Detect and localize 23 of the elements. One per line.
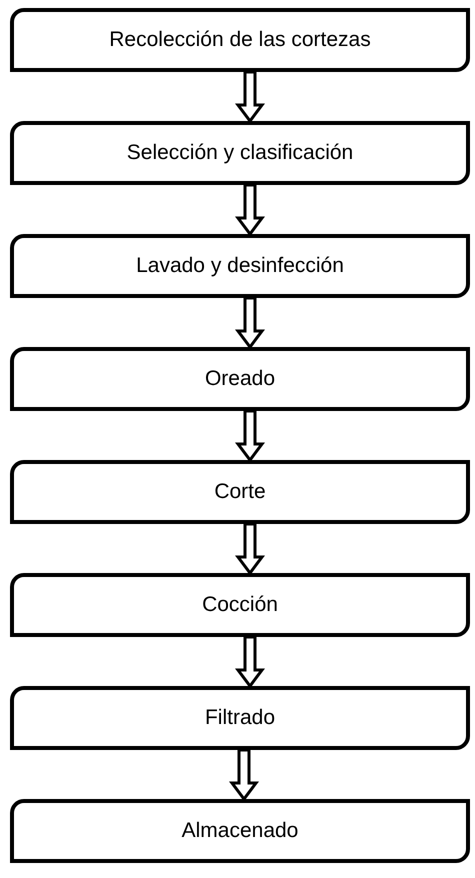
step-label: Lavado y desinfección	[136, 254, 344, 278]
process-box	[10, 8, 470, 72]
process-box	[10, 799, 470, 863]
step-label: Filtrado	[204, 706, 276, 730]
process-box	[10, 686, 470, 750]
step-label: Selección y clasificación	[126, 141, 354, 165]
process-box	[10, 347, 470, 411]
arrow	[235, 410, 265, 462]
process-box	[10, 234, 470, 298]
step-label: Cocción	[202, 593, 278, 617]
arrow	[229, 748, 259, 802]
arrow	[235, 184, 265, 236]
arrow	[235, 636, 265, 688]
step-label: Corte	[214, 480, 266, 504]
process-box	[10, 573, 470, 637]
step-label: Oreado	[204, 367, 276, 391]
arrow	[235, 296, 265, 350]
arrow	[235, 522, 265, 576]
step-label: Almacenado	[182, 819, 298, 843]
process-box	[10, 121, 470, 185]
process-box	[10, 460, 470, 524]
step-label: Recolección de las cortezas	[109, 28, 371, 52]
arrow	[235, 70, 265, 124]
